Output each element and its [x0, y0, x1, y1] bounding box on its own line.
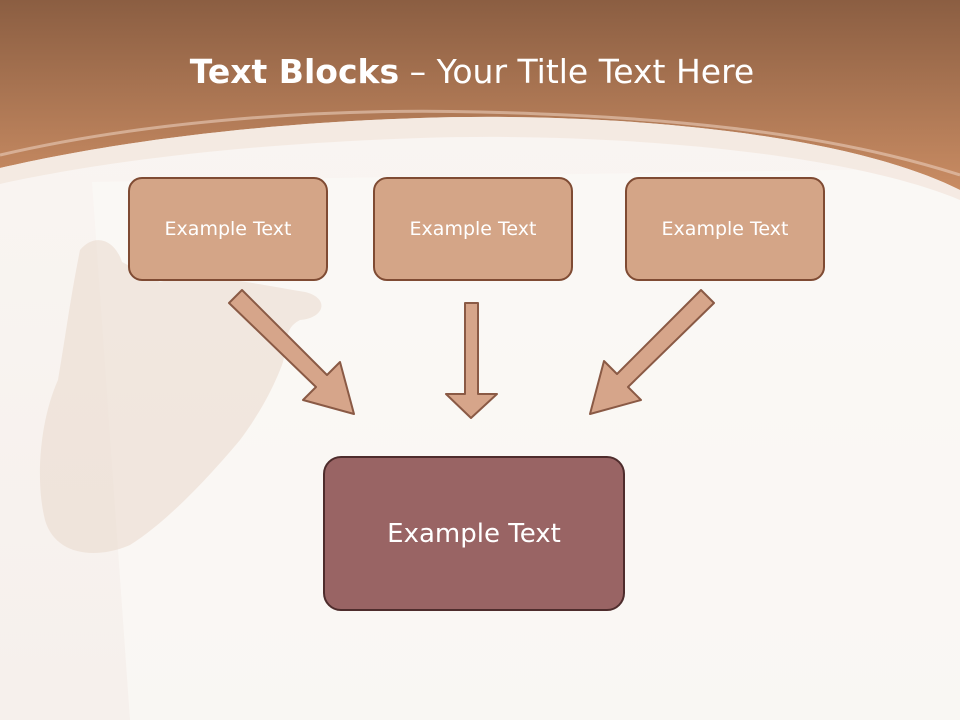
header-band: [0, 0, 960, 190]
title-separator: –: [399, 52, 437, 91]
slide-title: Text Blocks – Your Title Text Here: [0, 52, 944, 91]
bottom-box: Example Text: [323, 456, 625, 611]
top-box-left-label: Example Text: [164, 218, 292, 240]
top-box-center: Example Text: [373, 177, 573, 281]
title-rest: Your Title Text Here: [436, 52, 755, 91]
top-box-center-label: Example Text: [409, 218, 537, 240]
arrow-left-down-right: [228, 289, 355, 415]
arrow-center-down: [445, 302, 498, 419]
top-box-right: Example Text: [625, 177, 825, 281]
bottom-box-label: Example Text: [387, 518, 561, 549]
title-bold: Text Blocks: [189, 52, 400, 91]
top-box-left: Example Text: [128, 177, 328, 281]
top-box-right-label: Example Text: [661, 218, 789, 240]
arrow-right-down-left: [589, 289, 715, 415]
